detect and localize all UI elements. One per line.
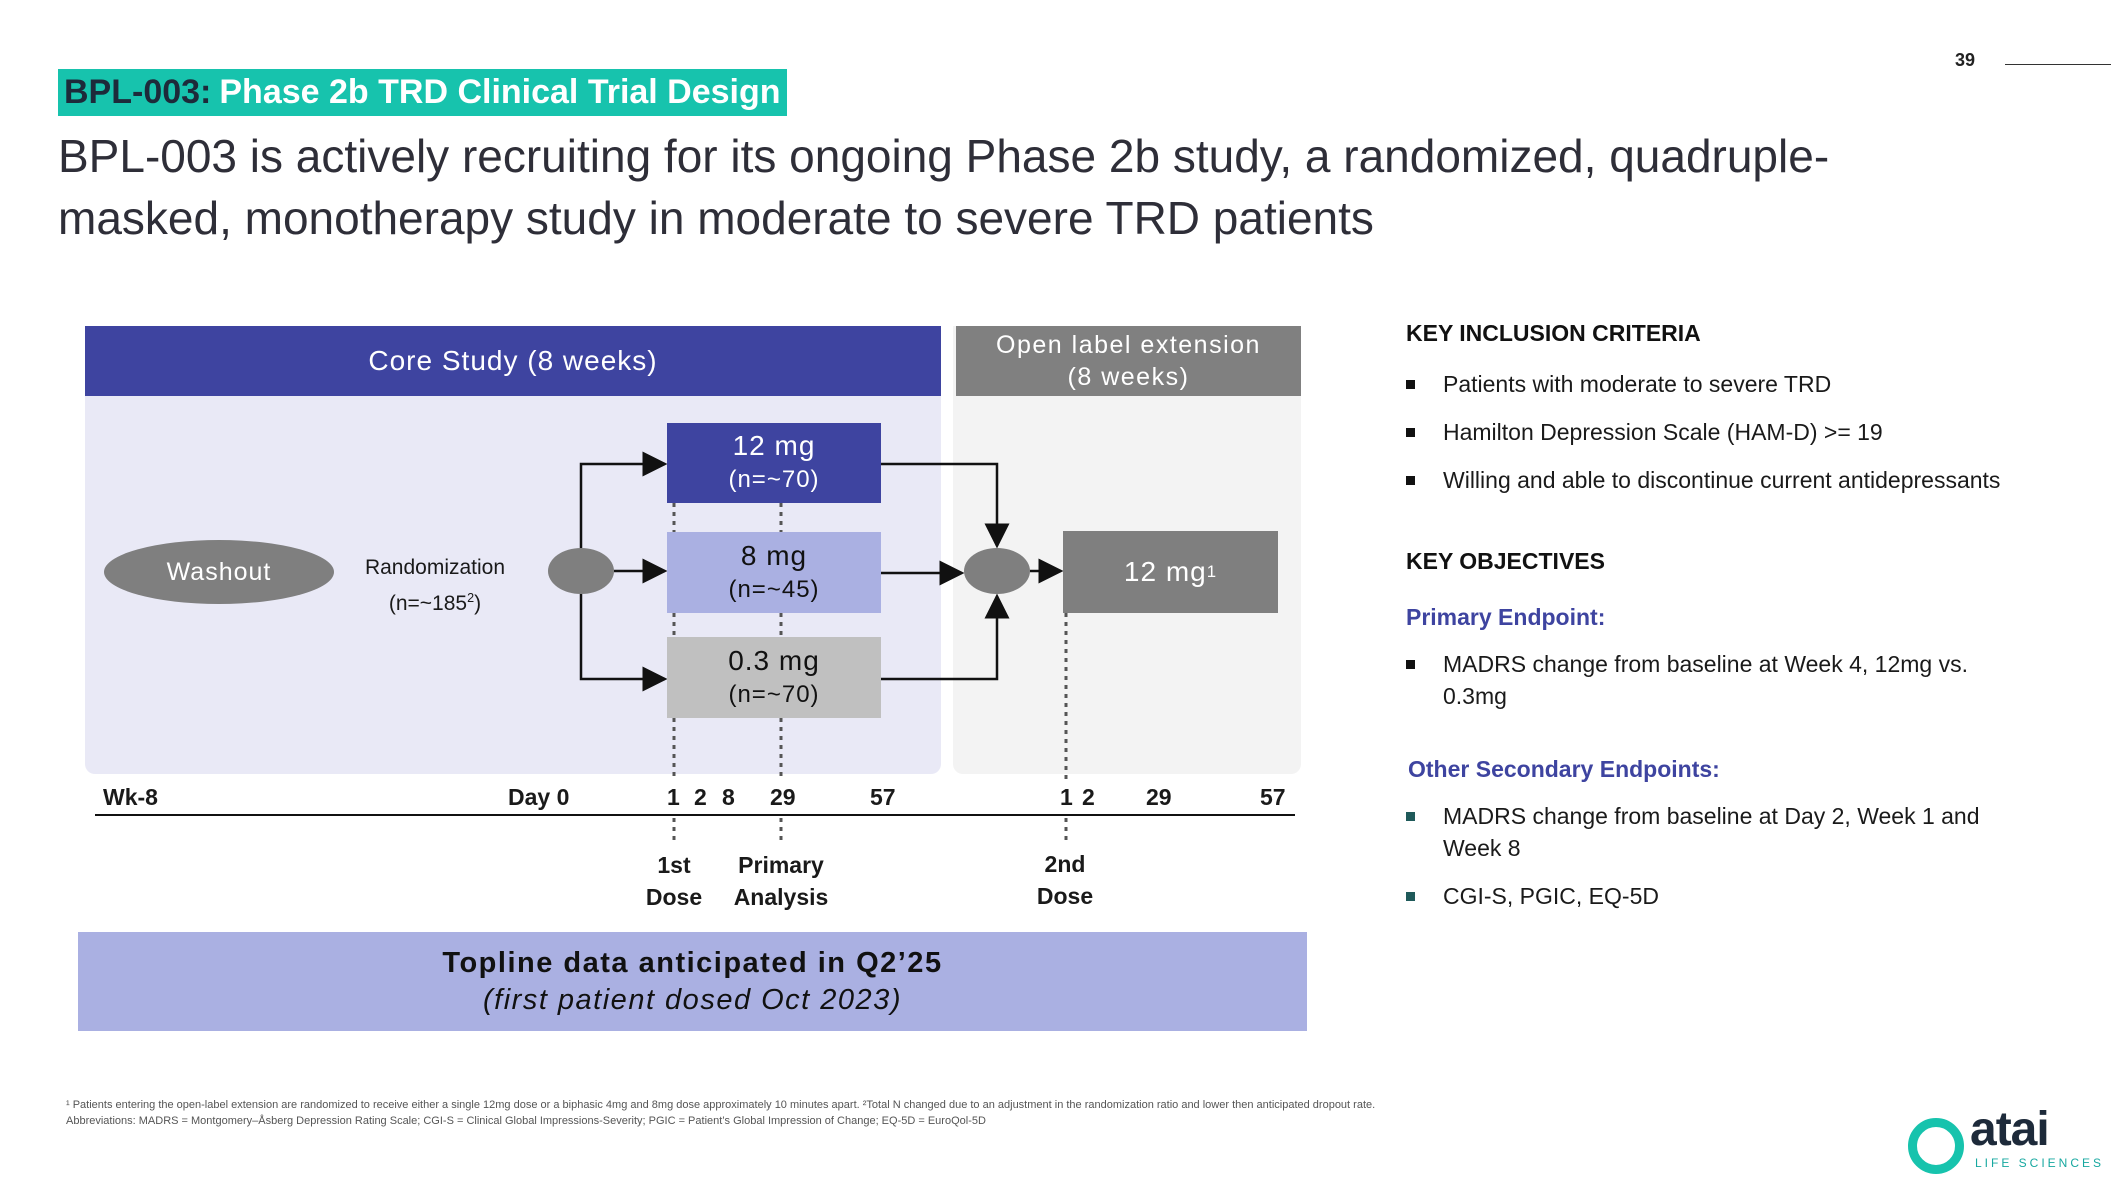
washout-node: Washout (104, 540, 334, 604)
topline-subtext: (first patient dosed Oct 2023) (483, 983, 902, 1016)
randomization-n: (n=~1852) (388, 591, 482, 615)
core-study-header: Core Study (8 weeks) (85, 326, 941, 396)
ole-randomization-node (964, 548, 1030, 594)
footnote-1: ¹ Patients entering the open-label exten… (66, 1099, 1376, 1111)
timeline-day: 2 (1082, 784, 1095, 810)
timeline-day: 1 (1060, 784, 1073, 810)
page-headline: BPL-003 is actively recruiting for its o… (58, 130, 1830, 244)
atai-logo-wordmark: atai (1970, 1103, 2050, 1156)
open-label-header: Open label extension (8 weeks) (956, 326, 1301, 396)
page-number: 39 (1955, 50, 1976, 70)
section-tag-code: BPL-003: (64, 73, 212, 111)
inclusion-title: KEY INCLUSION CRITERIA (1406, 320, 1701, 346)
primary-endpoint-title: Primary Endpoint: (1406, 604, 1606, 630)
footnote-abbreviations: Abbreviations: MADRS = Montgomery–Åsberg… (66, 1115, 986, 1127)
dose-arm-12mg: 12 mg (n=~70) (667, 423, 881, 503)
timeline-day: 29 (770, 784, 796, 810)
timeline-day: 8 (722, 784, 735, 810)
randomization-label: Randomization (n=~1852) (350, 553, 520, 619)
timeline-week-minus-8: Wk-8 (103, 784, 158, 810)
timeline-day: 1 (667, 784, 680, 810)
primary-endpoint-item: MADRS change from baseline at Week 4, 12… (1406, 648, 2013, 712)
atai-logo-subtitle: LIFE SCIENCES (1975, 1156, 2105, 1170)
inclusion-item: Willing and able to discontinue current … (1406, 464, 2111, 496)
ole-dose-label: 12 mg (1123, 556, 1207, 587)
inclusion-item: Hamilton Depression Scale (HAM-D) >= 19 (1406, 416, 2043, 448)
dose-label: 0.3 mg (728, 644, 820, 676)
secondary-endpoint-item: MADRS change from baseline at Day 2, Wee… (1406, 800, 2023, 864)
timeline-day: 57 (870, 784, 896, 810)
objectives-title: KEY OBJECTIVES (1406, 548, 1605, 574)
dose-n: (n=~70) (728, 680, 820, 708)
secondary-endpoint-item: CGI-S, PGIC, EQ-5D (1406, 880, 2043, 912)
dose-n: (n=~70) (728, 466, 820, 493)
dose-n: (n=~45) (728, 575, 820, 603)
dose-arm-8mg: 8 mg (n=~45) (667, 532, 881, 613)
section-tag: BPL-003: Phase 2b TRD Clinical Trial Des… (58, 69, 787, 116)
topline-banner: Topline data anticipated in Q2’25 (first… (78, 932, 1307, 1031)
randomization-node (548, 548, 614, 594)
timeline-day: 57 (1260, 784, 1286, 810)
atai-logo-ring-icon (1908, 1118, 1964, 1174)
timeline-day: 29 (1146, 784, 1172, 810)
section-tag-title: Phase 2b TRD Clinical Trial Design (219, 73, 781, 111)
dose-label: 12 mg (732, 430, 816, 461)
timeline-day: 2 (694, 784, 707, 810)
ole-dose-sup: 1 (1206, 562, 1218, 581)
randomization-text: Randomization (364, 556, 506, 579)
timeline-axis (95, 814, 1295, 816)
timeline-day0: Day 0 (508, 784, 570, 810)
topline-text: Topline data anticipated in Q2’25 (442, 946, 943, 979)
inclusion-item: Patients with moderate to severe TRD (1406, 368, 2043, 400)
page-number-rule (2005, 64, 2111, 65)
secondary-endpoint-title: Other Secondary Endpoints: (1408, 756, 1720, 782)
dose-label: 8 mg (740, 539, 808, 571)
dose-arm-0-3mg: 0.3 mg (n=~70) (667, 637, 881, 718)
